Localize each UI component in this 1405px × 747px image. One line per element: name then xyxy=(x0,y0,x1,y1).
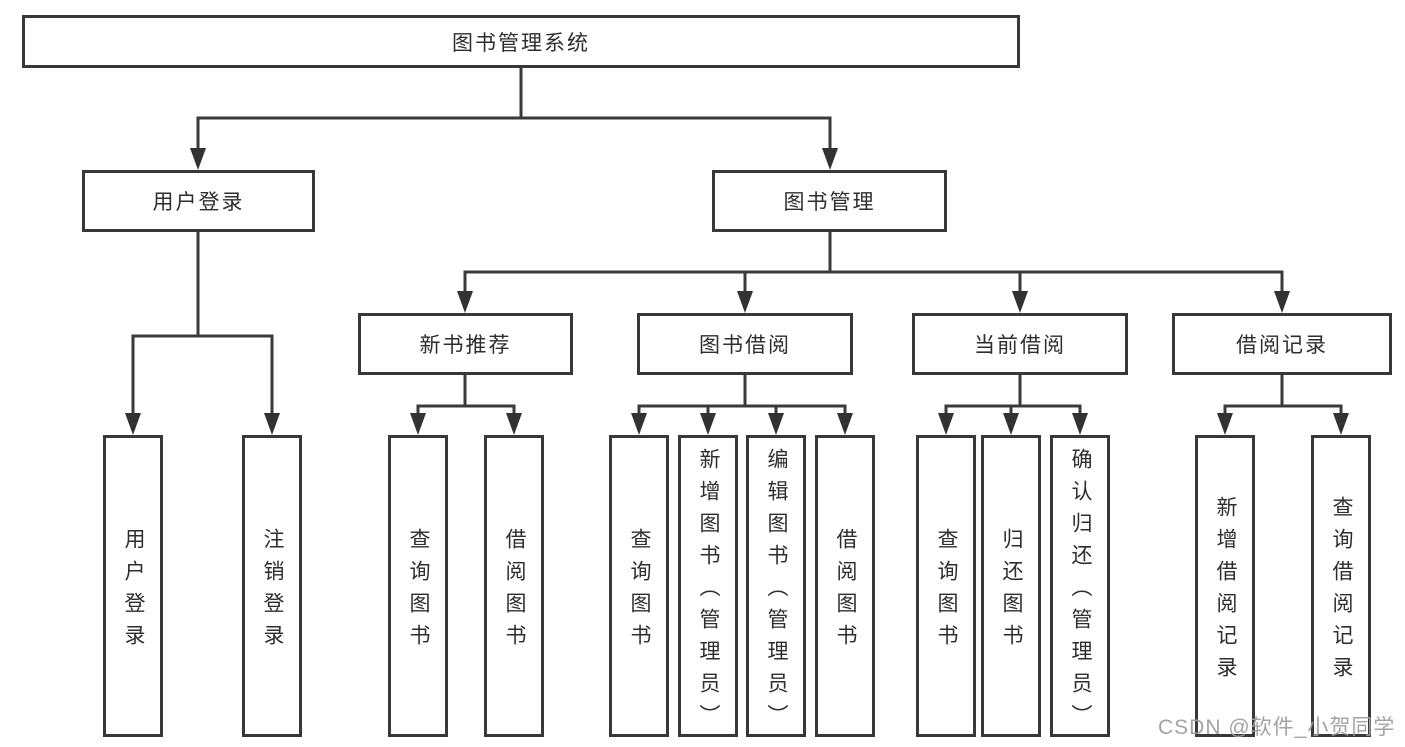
node-book-management-branch: 图书管理 xyxy=(712,170,947,232)
leaf-br-query-record-label: 查询借阅记录 xyxy=(1330,495,1353,688)
leaf-bb-edit-books-label: 编辑图书（管理员） xyxy=(765,447,788,736)
leaf-nb-query-books-label: 查询图书 xyxy=(407,527,430,656)
node-book-borrowing: 图书借阅 xyxy=(637,313,853,375)
leaf-logout-label: 注销登录 xyxy=(261,527,284,656)
node-user-login-branch: 用户登录 xyxy=(82,170,315,232)
leaf-user-login: 用户登录 xyxy=(103,435,163,737)
csdn-watermark: CSDN @软件_小贺同学 xyxy=(1158,716,1396,739)
arrow-down-icon xyxy=(410,413,426,435)
arrow-down-icon xyxy=(837,413,853,435)
leaf-bb-query-books-label: 查询图书 xyxy=(628,527,651,656)
arrow-down-icon xyxy=(1274,291,1290,313)
node-current-borrowing: 当前借阅 xyxy=(912,313,1128,375)
connector-borrowing-records-to-leaves xyxy=(1217,373,1349,435)
node-root-system: 图书管理系统 xyxy=(22,15,1020,68)
node-book-management-branch-label: 图书管理 xyxy=(783,191,876,214)
connector-book-management-to-level3 xyxy=(457,231,1290,313)
leaf-cb-return-books-label: 归还图书 xyxy=(1000,527,1023,656)
arrow-down-icon xyxy=(1072,413,1088,435)
leaf-bb-edit-books: 编辑图书（管理员） xyxy=(746,435,806,737)
connector-new-book-recommend-to-leaves xyxy=(410,373,522,435)
node-user-login-branch-label: 用户登录 xyxy=(152,191,245,214)
leaf-cb-query-books-label: 查询图书 xyxy=(935,527,958,656)
connector-user-login-to-leaves xyxy=(125,230,280,435)
leaf-logout: 注销登录 xyxy=(242,435,302,737)
connector-root-to-level2 xyxy=(190,66,838,170)
leaf-nb-borrow-books-label: 借阅图书 xyxy=(503,527,526,656)
arrow-down-icon xyxy=(1333,413,1349,435)
arrow-down-icon xyxy=(700,413,716,435)
leaf-bb-add-books-label: 新增图书（管理员） xyxy=(697,447,720,736)
arrow-down-icon xyxy=(1003,413,1019,435)
leaf-bb-borrow-books-label: 借阅图书 xyxy=(834,527,857,656)
connector-current-borrowing-to-leaves xyxy=(938,373,1088,435)
arrow-down-icon xyxy=(1217,413,1233,435)
node-borrowing-records-label: 借阅记录 xyxy=(1236,334,1328,357)
leaf-cb-return-books: 归还图书 xyxy=(981,435,1041,737)
node-borrowing-records: 借阅记录 xyxy=(1172,313,1392,375)
leaf-cb-query-books: 查询图书 xyxy=(916,435,976,737)
leaf-user-login-label: 用户登录 xyxy=(122,527,145,656)
arrow-down-icon xyxy=(1012,291,1028,313)
arrow-down-icon xyxy=(631,413,647,435)
leaf-br-add-record-label: 新增借阅记录 xyxy=(1214,495,1237,688)
leaf-br-query-record: 查询借阅记录 xyxy=(1311,435,1371,737)
node-root-system-label: 图书管理系统 xyxy=(452,31,590,55)
arrow-down-icon xyxy=(938,413,954,435)
node-new-book-recommend-label: 新书推荐 xyxy=(419,334,512,357)
node-book-borrowing-label: 图书借阅 xyxy=(699,334,791,357)
connector-book-borrowing-to-leaves xyxy=(631,373,853,435)
arrow-down-icon xyxy=(737,291,753,313)
arrow-down-icon xyxy=(506,413,522,435)
arrow-down-icon xyxy=(822,148,838,170)
arrow-down-icon xyxy=(457,291,473,313)
leaf-bb-query-books: 查询图书 xyxy=(609,435,669,737)
arrow-down-icon xyxy=(264,413,280,435)
arrow-down-icon xyxy=(190,148,206,170)
arrow-down-icon xyxy=(125,413,141,435)
leaf-nb-query-books: 查询图书 xyxy=(388,435,448,737)
arrow-down-icon xyxy=(768,413,784,435)
leaf-cb-confirm-return-label: 确认归还（管理员） xyxy=(1069,447,1092,736)
node-new-book-recommend: 新书推荐 xyxy=(358,313,573,375)
leaf-cb-confirm-return: 确认归还（管理员） xyxy=(1050,435,1110,737)
leaf-bb-add-books: 新增图书（管理员） xyxy=(678,435,738,737)
leaf-bb-borrow-books: 借阅图书 xyxy=(815,435,875,737)
node-current-borrowing-label: 当前借阅 xyxy=(974,334,1066,357)
leaf-nb-borrow-books: 借阅图书 xyxy=(484,435,544,737)
leaf-br-add-record: 新增借阅记录 xyxy=(1195,435,1255,737)
